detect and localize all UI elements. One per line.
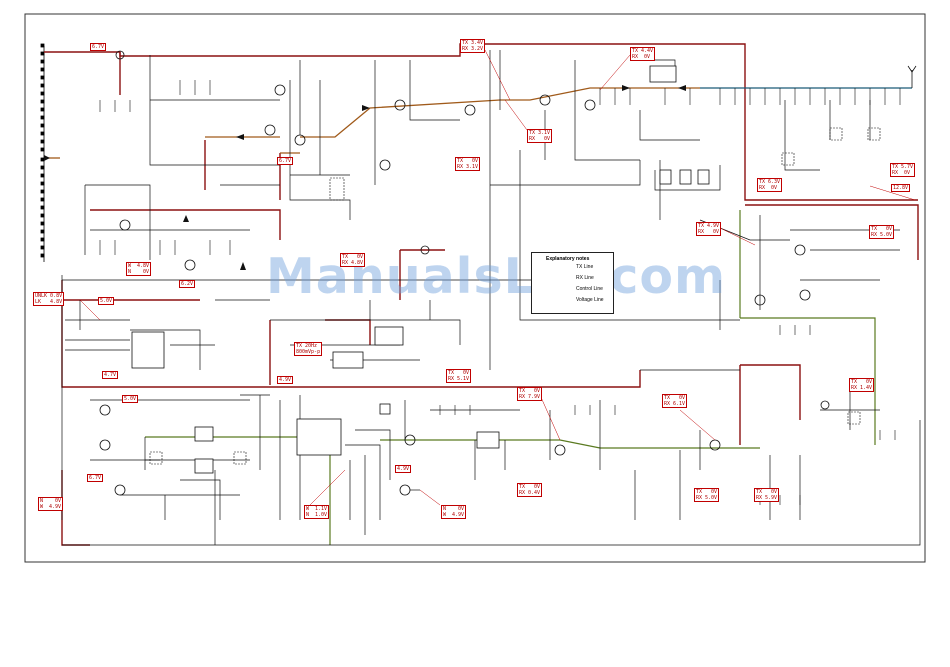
voltage-label: TX 0V RX 5.1V [446, 369, 472, 383]
dual-packages [149, 127, 881, 465]
voltage-label: TX 0V RX 5.9V [754, 488, 780, 502]
legend-item-rx: RX Line [536, 275, 612, 283]
voltage-label: TX 20Hz 800mVp-p [294, 342, 323, 356]
voltage-label: 4.9V [395, 465, 412, 473]
explanatory-notes-legend: Explanatory notes TX Line RX Line Contro… [531, 252, 614, 314]
voltage-label: UNLK 0.8V LK 4.8V [33, 292, 65, 306]
sheet-border [24, 13, 926, 563]
legend-label: TX Line [576, 264, 594, 270]
voltage-label: TX 3.1V RX 0V [527, 129, 553, 143]
voltage-label: N 0V W 4.9V [441, 505, 467, 519]
antenna [907, 65, 917, 88]
tx-lines [44, 87, 700, 159]
ic-osc [374, 326, 404, 346]
voltage-label: 6.2V [179, 280, 196, 288]
legend-title: Explanatory notes [546, 256, 590, 262]
legend-item-tx: TX Line [536, 264, 612, 272]
voltage-label: TX 3.4V RX 3.2V [460, 39, 486, 53]
legend-item-control: Control Line [536, 286, 612, 294]
ic-ctrl-2 [194, 458, 214, 474]
crystal [379, 403, 391, 415]
voltage-label: TX 4.9V RX 0V [696, 222, 722, 236]
ic-ctrl-1 [194, 426, 214, 442]
ic-mixer [476, 431, 500, 449]
filter-2 [679, 169, 692, 185]
voltage-label: 4.9V [277, 376, 294, 384]
ic-rf-block [649, 65, 677, 83]
voltage-label: 5.0V [122, 395, 139, 403]
voltage-label: N 0V W 4.9V [38, 497, 64, 511]
voltage-label: TX 0V RX 4.8V [340, 253, 366, 267]
component-ticks [99, 80, 901, 505]
legend-label: Control Line [576, 286, 603, 292]
voltage-label: 6.7V [87, 474, 104, 482]
ic-blocks [131, 65, 710, 474]
voltage-label: 6.7V [277, 157, 294, 165]
voltage-label: TX 6.3V RX 0V [757, 178, 783, 192]
voltage-label: TX 0V RX 1.4V [849, 378, 875, 392]
voltage-label: 6.7V [90, 43, 107, 51]
voltage-label: TX 4.4V RX 0V [630, 47, 656, 61]
watermark: ManualsLib.com [266, 248, 727, 305]
voltage-label: 4.7V [102, 371, 119, 379]
voltage-label: TX 0V RX 3.1V [455, 157, 481, 171]
transistors [99, 50, 830, 496]
left-connector-pins [40, 43, 45, 262]
legend-item-voltage: Voltage Line [536, 297, 612, 305]
voltage-label: 12.8V [891, 184, 911, 192]
signal-arrows [44, 85, 686, 270]
leader-lines [79, 49, 916, 511]
voltage-label: TX 0V RX 7.9V [517, 387, 543, 401]
voltage-label: TX 0V RX 5.0V [869, 225, 895, 239]
voltage-label: W 4.8V N 0V [126, 262, 152, 276]
voltage-label: TX 5.7V RX 0V [890, 163, 916, 177]
ic-pll [131, 331, 165, 369]
voltage-label: TX 0V RX 6.1V [662, 394, 688, 408]
voltage-label: TX 0V RX 5.0V [694, 488, 720, 502]
voltage-label: W 1.1V N 1.0V [304, 505, 330, 519]
voltage-label: TX 0V RX 0.4V [517, 483, 543, 497]
filter-1 [659, 169, 672, 185]
legend-label: RX Line [576, 275, 594, 281]
voltage-label: 5.0V [98, 297, 115, 305]
legend-label: Voltage Line [576, 297, 604, 303]
filter-3 [697, 169, 710, 185]
ic-vco [332, 351, 364, 369]
circuit-wiring [61, 50, 921, 546]
ic-mpu [296, 418, 342, 456]
